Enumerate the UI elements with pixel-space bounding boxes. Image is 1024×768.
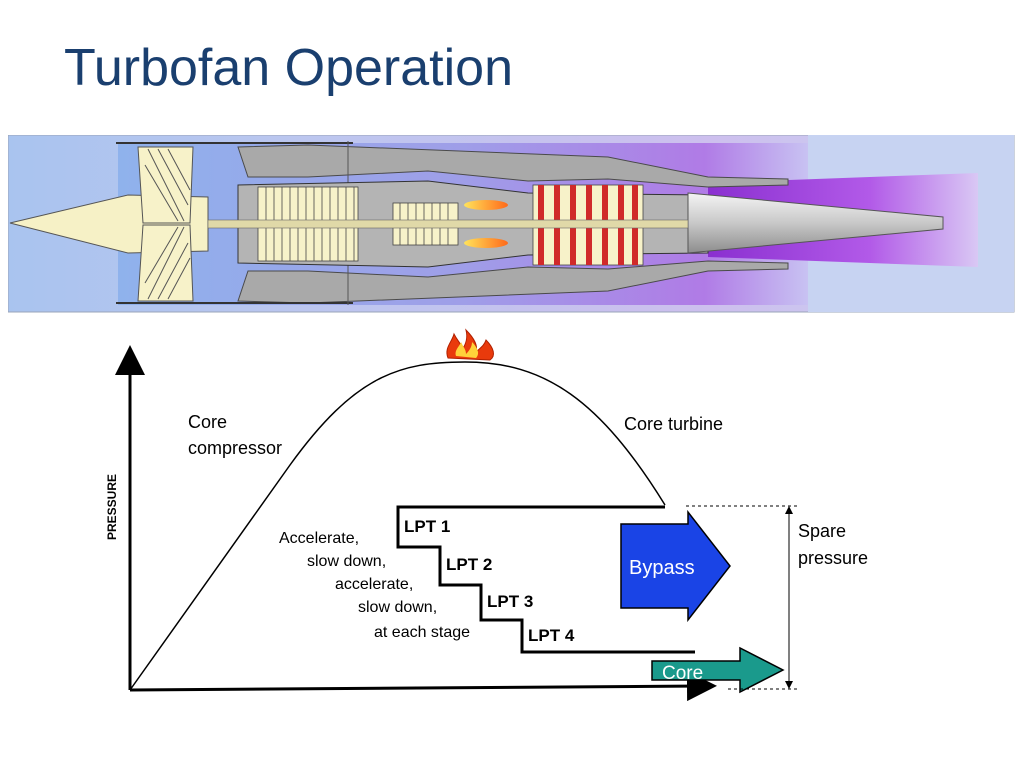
stage-note-line: Accelerate, — [279, 530, 359, 547]
lpt-step-line — [396, 505, 695, 654]
stage-note-line: at each stage — [374, 624, 470, 641]
page-title: Turbofan Operation — [64, 39, 514, 97]
fan-blades — [137, 146, 194, 302]
pressure-diagram: PRESSURE Core compressor Core turbine Ac… — [105, 328, 868, 702]
lpt-4-label: LPT 4 — [528, 626, 575, 645]
stage-note-line: slow down, — [307, 553, 386, 570]
core-arrow: Core — [651, 646, 785, 694]
core-compressor-label-line2: compressor — [188, 438, 282, 458]
stage-note-line: slow down, — [358, 599, 437, 616]
core-compressor-label: Core — [188, 412, 227, 432]
lpt-2-label: LPT 2 — [446, 555, 492, 574]
pressure-curve — [129, 361, 666, 691]
lpt-1-label: LPT 1 — [404, 517, 450, 536]
spare-pressure-label: Spare — [798, 521, 846, 541]
bypass-arrow: Bypass — [620, 509, 731, 623]
core-turbine-label: Core turbine — [624, 414, 723, 434]
spare-pressure-label-line2: pressure — [798, 548, 868, 568]
turbofan-engine-illustration — [8, 135, 1015, 313]
stage-note-line: accelerate, — [335, 576, 413, 593]
y-axis-label: PRESSURE — [105, 474, 119, 540]
fire-icon — [446, 328, 494, 361]
combustor-flame — [464, 200, 508, 210]
lpt-3-label: LPT 3 — [487, 592, 533, 611]
x-axis — [129, 671, 717, 702]
bypass-label: Bypass — [629, 557, 695, 579]
tail-cone — [687, 192, 944, 254]
core-label: Core — [662, 663, 703, 684]
